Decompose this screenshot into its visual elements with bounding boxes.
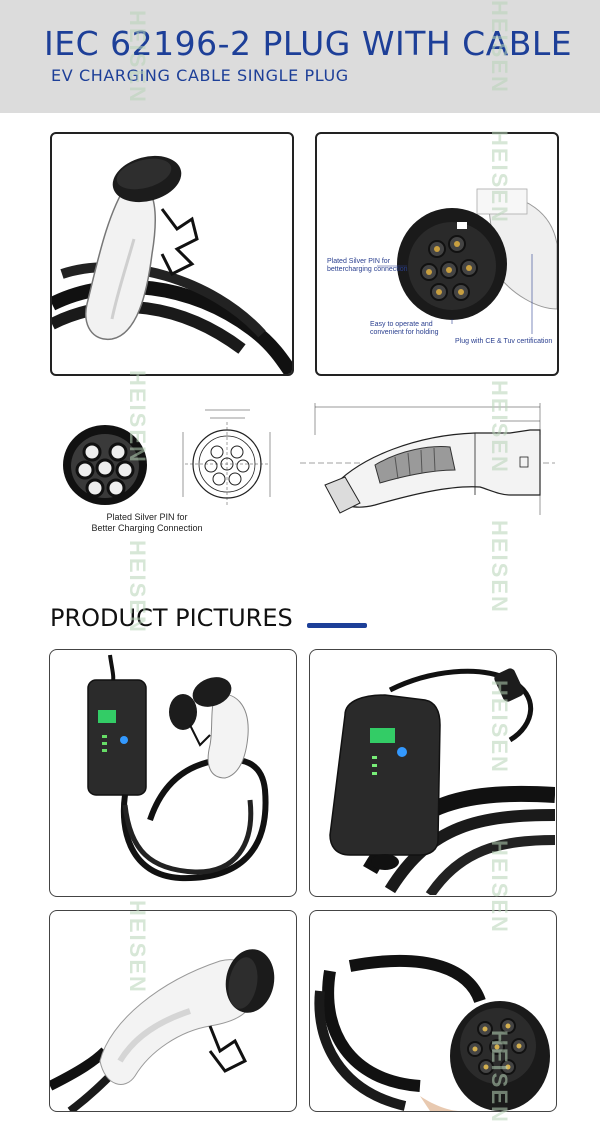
pin-caption: Plated Silver PIN for Better Charging Co… <box>62 512 232 534</box>
plug-front-photo: Plated Silver PIN for bettercharging con… <box>315 132 559 376</box>
pin-caption-line1: Plated Silver PIN for <box>106 512 188 522</box>
watermark-left: HEISEN <box>125 10 150 104</box>
section-accent-bar <box>307 623 367 628</box>
side-dimension-drawing <box>300 395 555 525</box>
callout-silver-pin-2: bettercharging connection <box>327 266 408 273</box>
callout-easy-operate-2: convenient for holding <box>370 329 439 336</box>
watermark-left-3: HEISEN <box>125 540 150 634</box>
watermark-right-4: HEISEN <box>487 520 512 614</box>
product-photo-plug-pins <box>309 910 557 1112</box>
product-photo-plug-handle <box>49 910 297 1112</box>
watermark-right-2: HEISEN <box>487 130 512 224</box>
product-photo-controller-full <box>49 649 297 897</box>
watermark-right-7: HEISEN <box>487 1030 512 1124</box>
plug-side-photo <box>50 132 294 376</box>
watermark-left-2: HEISEN <box>125 370 150 464</box>
page-subtitle: EV CHARGING CABLE SINGLE PLUG <box>51 66 349 85</box>
product-photo-controller-closeup <box>309 649 557 897</box>
front-dimension-drawing <box>165 402 290 512</box>
watermark-right-3: HEISEN <box>487 380 512 474</box>
watermark-right-5: HEISEN <box>487 680 512 774</box>
page-title: IEC 62196-2 PLUG WITH CABLE <box>44 24 573 63</box>
pin-caption-line2: Better Charging Connection <box>91 523 203 533</box>
callout-silver-pin: Plated Silver PIN for <box>327 258 391 265</box>
section-title: PRODUCT PICTURES <box>50 604 293 632</box>
watermark-right-6: HEISEN <box>487 840 512 934</box>
callout-easy-operate: Easy to operate and <box>370 321 433 328</box>
header-banner: IEC 62196-2 PLUG WITH CABLE EV CHARGING … <box>0 0 600 113</box>
watermark-left-4: HEISEN <box>125 900 150 994</box>
pin-face-photo <box>60 420 150 510</box>
callout-certification: Plug with CE & Tuv certification <box>455 338 553 345</box>
watermark-right: HEISEN <box>487 0 512 94</box>
